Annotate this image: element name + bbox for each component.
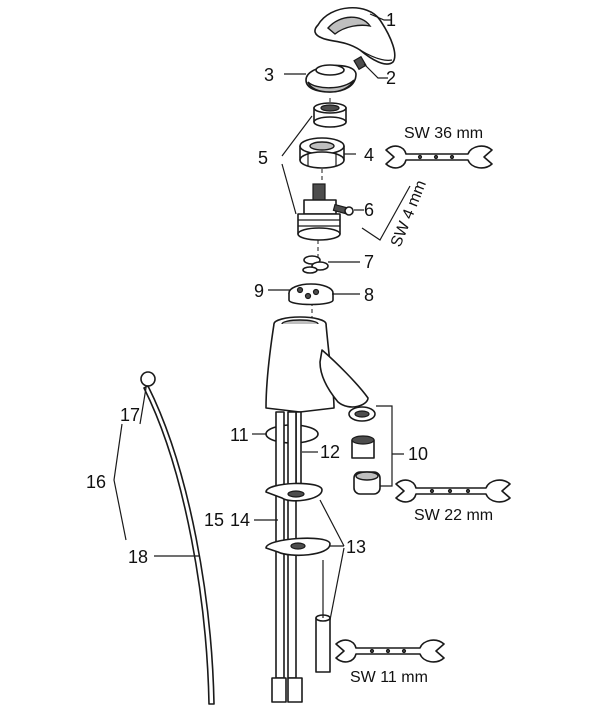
wrench-sw36-icon [385, 145, 493, 169]
callout-12: 12 [320, 442, 340, 462]
allen-key-sw4-icon [361, 185, 411, 241]
wrench-sw11-icon [335, 639, 445, 663]
callout-10: 10 [408, 444, 428, 464]
fixing-plate-part [265, 537, 331, 557]
cover-cap-part [305, 64, 357, 93]
large-nut-part [299, 137, 345, 169]
callout-15: 15 [204, 510, 224, 530]
aerator-ring-part [348, 406, 376, 422]
lever-handle-part [314, 7, 396, 65]
wrench-sw22-icon [395, 479, 511, 503]
grub-screw-part [353, 55, 367, 71]
callout-3: 3 [264, 65, 274, 85]
mixer-body-part [265, 316, 369, 413]
callout-11: 11 [230, 425, 249, 445]
wrench-label-sw11: SW 11 mm [350, 669, 428, 686]
aerator-insert-part [351, 435, 375, 459]
callout-7: 7 [364, 252, 374, 272]
o-ring-part [302, 255, 329, 274]
seal-plate-part [288, 283, 334, 306]
wrench-label-sw36: SW 36 mm [404, 125, 483, 142]
callout-8: 8 [364, 285, 374, 305]
callout-18: 18 [128, 547, 148, 567]
callout-2: 2 [386, 68, 396, 88]
callout-9: 9 [254, 281, 264, 301]
screw-part [332, 203, 354, 216]
pop-up-rod-part [140, 371, 215, 705]
leader-lines [113, 13, 404, 621]
cartridge-part [297, 183, 341, 241]
callout-6: 6 [364, 200, 374, 220]
callout-14: 14 [230, 510, 250, 530]
callout-13: 13 [346, 537, 366, 557]
callout-numbers: 1 2 3 4 5 6 7 8 9 10 11 12 13 14 15 16 1… [86, 10, 428, 567]
callout-4: 4 [364, 145, 374, 165]
wrench-label-sw22: SW 22 mm [414, 507, 493, 524]
callout-5: 5 [258, 148, 268, 168]
callout-1: 1 [386, 10, 396, 30]
cartridge-nut-part [313, 102, 347, 128]
nut-sleeve-part [315, 560, 331, 673]
callout-17: 17 [120, 405, 140, 425]
callout-16: 16 [86, 472, 106, 492]
aerator-housing-part [353, 471, 381, 495]
horseshoe-washer-part [265, 482, 323, 502]
